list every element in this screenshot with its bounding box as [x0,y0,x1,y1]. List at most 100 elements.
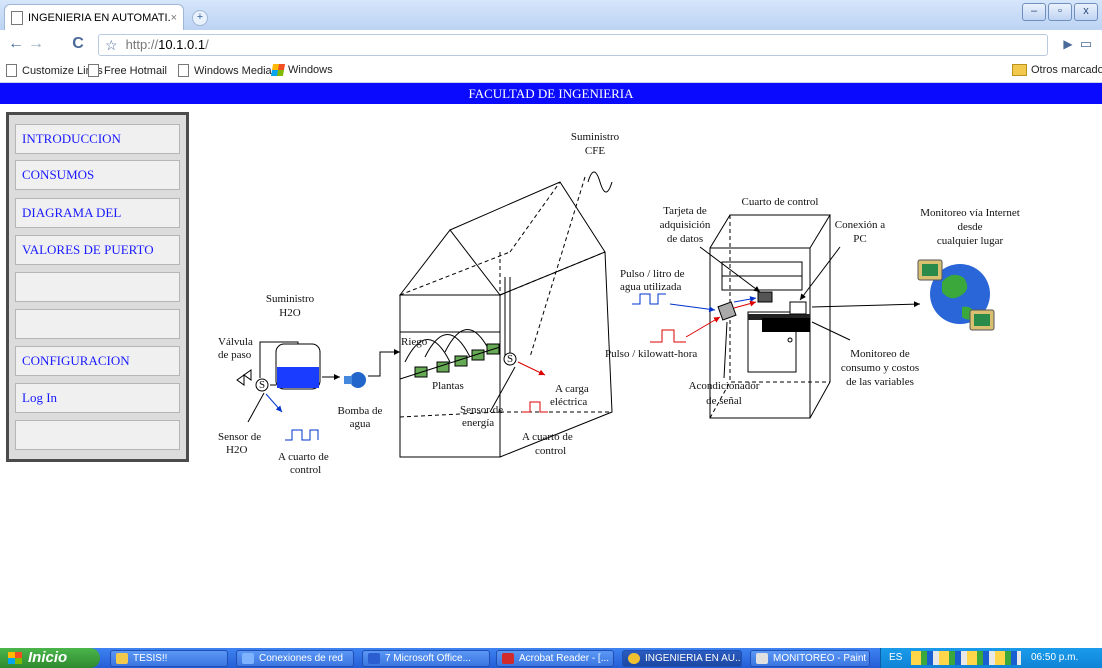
label-a-cuarto-control-2b: control [535,445,566,457]
label-tarjeta-3: de datos [667,233,703,245]
label-monitoreo-consumo-2: consumo y costos [841,362,919,374]
label-cuarto-control: Cuarto de control [742,196,819,208]
irrigation-lines [399,329,501,380]
bookmarks-bar: Customize Links Free Hotmail Windows Med… [0,60,1102,83]
label-sensor-energia-2: energía [462,417,494,429]
maximize-button[interactable]: ▫ [1048,3,1072,21]
start-button[interactable]: Inicio [0,648,100,668]
bookmark-free-hotmail[interactable]: Free Hotmail [88,64,167,77]
new-tab-button[interactable]: + [192,10,208,26]
menu-valores-puerto[interactable]: VALORES DE PUERTO [15,235,180,265]
back-button[interactable]: ← [8,35,24,52]
menu-log-in[interactable]: Log In [15,383,180,413]
pc-monitor-icon [789,301,807,315]
start-label: Inicio [28,649,68,666]
remote-computer-icon-2 [969,309,995,331]
label-valvula-2: de paso [218,349,252,361]
menu-consumos[interactable]: CONSUMOS [15,160,180,190]
close-window-button[interactable]: x [1074,3,1098,21]
tray-icons[interactable] [911,651,1021,665]
task-tesis[interactable]: TESIS!! [110,650,228,667]
menu-empty-3[interactable] [15,420,180,450]
acquisition-card-icon [757,291,773,303]
label-a-cuarto-control-2a: A cuarto de [522,431,573,443]
windows-logo-icon [8,652,22,664]
label-suministro-h2o-1: Suministro [266,293,315,305]
label-monitoreo-internet-1: Monitoreo vía Internet [920,207,1020,219]
label-monitoreo-consumo-1: Monitoreo de [850,348,910,360]
clock[interactable]: 06:50 p.m. [1031,652,1079,663]
label-pulso-kwh: Pulso / kilowatt-hora [605,348,697,360]
pump-icon [344,372,366,388]
line-sensor-energia [489,366,516,413]
folder-icon [1012,64,1027,76]
label-valvula-1: Válvula [218,336,253,348]
label-conexion-pc-1: Conexión a [835,219,886,231]
task-monitoreo-paint[interactable]: MONITOREO - Paint [750,650,870,667]
label-pulso-litro-2: agua utilizada [620,281,682,293]
menu-empty-2[interactable] [15,309,180,339]
cfe-line [529,176,586,358]
other-bookmarks[interactable]: Otros marcadores [1012,64,1102,76]
menu-configuracion[interactable]: CONFIGURACION [15,346,180,376]
minimize-button[interactable]: – [1022,3,1046,21]
url-host: 10.1.0.1 [158,37,206,52]
system-diagram: Riego Plantas Suministro CFE S A carga e… [218,131,1020,476]
tab-title: INGENIERIA EN AUTOMATI... [28,11,171,24]
page-icon [6,64,17,77]
valve-icon [236,369,252,386]
page-header: FACULTAD DE INGENIERIA [0,83,1102,104]
label-pulso-litro-1: Pulso / litro de [620,268,685,280]
browser-tab[interactable]: INGENIERIA EN AUTOMATI... × [4,4,184,30]
menu-introduccion[interactable]: INTRODUCCION [15,124,180,154]
water-pulse-icon [285,429,319,441]
task-conexiones-red[interactable]: Conexiones de red [236,650,354,667]
url-suffix: / [205,37,209,52]
label-sensor-energia-1: Sensor de [460,404,503,416]
tab-close-button[interactable]: × [170,11,177,24]
arrow-sensor-h2o [265,393,283,413]
label-monitoreo-consumo-3: de las variables [846,376,914,388]
label-acondicionador-1: Acondicionador [689,380,760,392]
page-icon [11,10,23,25]
url-prefix: http:// [125,37,159,52]
label-sensor-h2o-1: Sensor de [218,431,261,443]
acrobat-icon [502,653,514,664]
label-tarjeta-1: Tarjeta de [663,205,707,217]
pulse-kwh-icon [650,329,686,343]
page-menu-icon[interactable]: ▶ [1063,37,1073,51]
forward-button[interactable]: → [28,35,44,52]
pulse-litro-icon [632,293,666,305]
label-bomba-2: agua [350,418,371,430]
page-options-icon[interactable]: ▭ [1079,36,1093,51]
globe-icon [930,264,990,324]
browser-toolbar: ← → C ☆ http://10.1.0.1/ ▶ ▭ [0,30,1102,61]
task-microsoft-office[interactable]: 7 Microsoft Office... [362,650,490,667]
label-a-carga-1: A carga [555,383,589,395]
label-a-cuarto-control-1a: A cuarto de [278,451,329,463]
menu-diagrama-sistema[interactable]: DIAGRAMA DEL SISTEMA [15,198,180,248]
line-sensor-h2o [247,392,265,423]
label-a-carga-2: eléctrica [550,396,587,408]
side-menu: INTRODUCCION CONSUMOS DIAGRAMA DEL SISTE… [6,112,189,462]
water-sensor-s: S [259,379,265,391]
label-monitoreo-internet-2: desde [957,221,982,233]
task-acrobat-reader[interactable]: Acrobat Reader - [... [496,650,614,667]
paint-icon [756,653,768,664]
bookmark-windows-media[interactable]: Windows Media [178,64,272,77]
desk [748,314,810,320]
bookmark-star-icon[interactable]: ☆ [105,37,118,53]
address-bar[interactable]: ☆ http://10.1.0.1/ [98,34,1048,56]
chrome-icon [628,653,640,664]
ac-wave-icon [587,171,613,193]
page-icon [88,64,99,77]
bookmark-customize-links[interactable]: Customize Links [6,64,103,77]
reload-button[interactable]: C [72,35,84,52]
signal-conditioner-icon [717,301,737,321]
water-level [277,367,319,388]
task-ingenieria-browser[interactable]: INGENIERIA EN AU... [622,650,742,667]
menu-empty-1[interactable] [15,272,180,302]
label-acondicionador-2: de señal [706,395,742,407]
language-indicator[interactable]: ES [889,652,903,663]
bookmark-windows[interactable]: Windows [270,64,333,76]
